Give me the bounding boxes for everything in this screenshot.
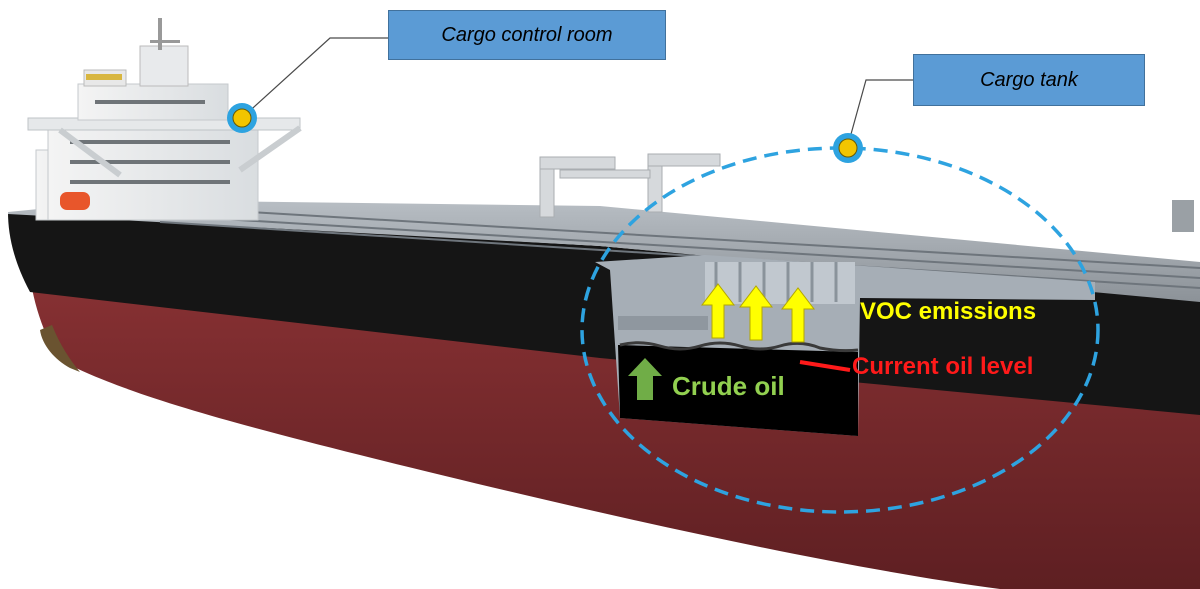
arrow-up-icon <box>628 358 662 400</box>
deck-cranes <box>539 153 721 218</box>
deck-piping <box>129 204 1200 289</box>
label-voc-emissions: VOC emissions <box>860 298 1037 325</box>
marker-dot-icon <box>227 103 257 133</box>
superstructure <box>27 18 302 221</box>
arrow-up-icon <box>700 283 816 343</box>
bow-bulb <box>40 325 80 372</box>
callout-cargo-tank: Cargo tank <box>913 54 1145 106</box>
marker-dot-icon <box>833 133 863 163</box>
bow-mast <box>1172 200 1194 232</box>
leader-cargo-tank <box>847 79 914 146</box>
leader-control-room <box>243 37 390 117</box>
callout-cargo-control-room: Cargo control room <box>388 10 666 60</box>
main-deck <box>8 200 1200 302</box>
label-current-oil-level: Current oil level <box>852 353 1034 380</box>
oil-level-pointer <box>799 360 851 372</box>
label-crude-oil: Crude oil <box>672 371 785 401</box>
hull-black <box>8 212 1200 415</box>
